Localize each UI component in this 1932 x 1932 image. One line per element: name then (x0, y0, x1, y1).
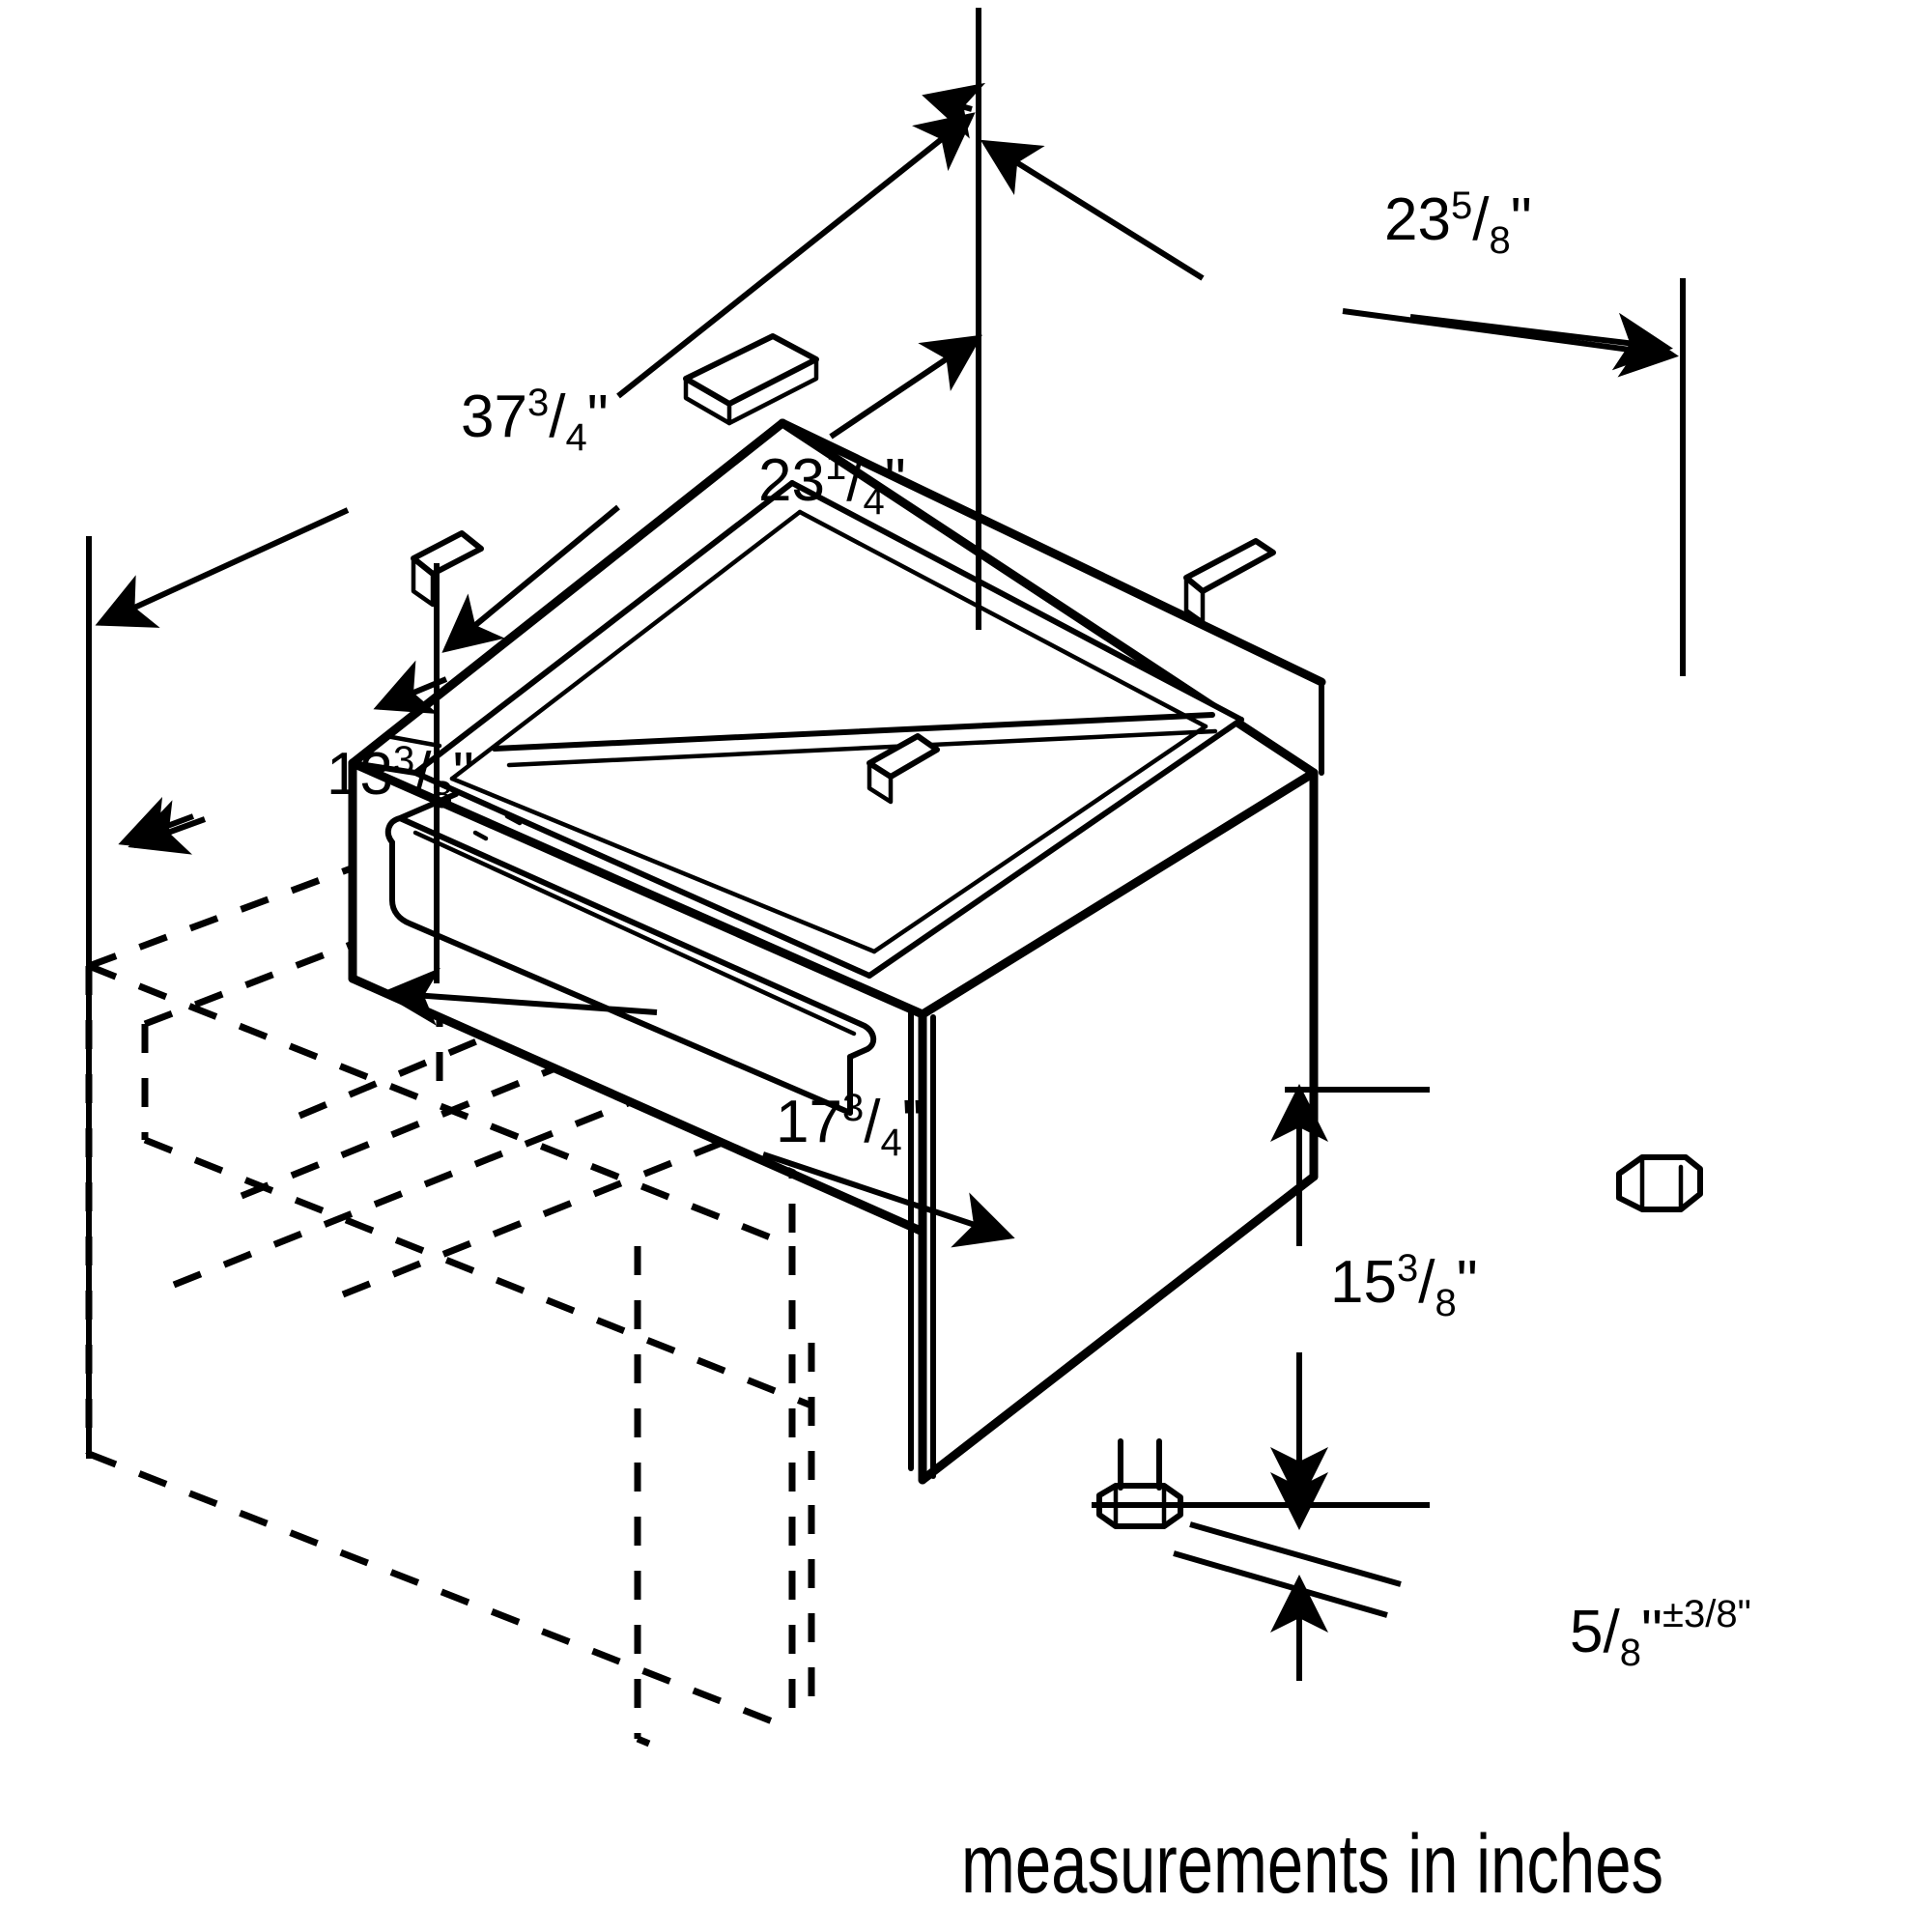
svg-text:173/4": 173/4" (626, 1087, 1039, 1164)
overall-width-unit: " (885, 447, 906, 514)
overall-height-slash: / (1418, 1249, 1435, 1316)
drawer-depth-numerator: 3 (842, 1087, 864, 1129)
drawer-depth-whole: 17 (776, 1089, 842, 1155)
foot-height-slash: / (1604, 1599, 1621, 1665)
drawer-handle[interactable] (384, 791, 877, 1116)
foot-height-numerator: 5 (1570, 1599, 1603, 1665)
svg-text:235/8": 235/8" (1235, 185, 1648, 262)
overall-depth-slash: / (1472, 186, 1490, 253)
foot-height-tolerance-denominator: 8 (1716, 1593, 1737, 1635)
dimension-foot-height (1173, 1472, 1402, 1681)
dimension-drawer-extension (86, 112, 976, 1459)
alignment-tab (411, 333, 1276, 805)
overall-width-whole: 23 (758, 447, 825, 514)
overall-depth-whole: 23 (1384, 186, 1451, 253)
overall-height-numerator: 3 (1397, 1247, 1418, 1290)
svg-text:153/8": 153/8" (1180, 1247, 1594, 1324)
foot-height-unit: " (1641, 1599, 1662, 1665)
overall-width-numerator: 1 (825, 445, 846, 488)
dimension-overall-depth (922, 8, 1686, 676)
overall-width-slash: / (846, 447, 864, 514)
label-overall-width: 231/4" (609, 445, 1022, 523)
overall-height-denominator: 8 (1435, 1282, 1456, 1324)
label-foot-height: 5/8"±3/8" (1420, 1574, 1867, 1674)
top-recess (348, 418, 1326, 979)
overall-depth-unit: " (1511, 186, 1532, 253)
drawer-extension-slash: / (549, 384, 566, 450)
drawer-front-projection-unit: " (453, 741, 474, 808)
label-drawer-depth: 173/4" (626, 1087, 1039, 1164)
label-drawer-extension: 373/4" (311, 382, 724, 459)
drawer-extension-numerator: 3 (527, 382, 549, 424)
units-caption-clip: measurements in inches (961, 1816, 1932, 1922)
svg-text:373/4": 373/4" (311, 382, 724, 459)
drawer-depth-slash: / (864, 1089, 881, 1155)
overall-height-unit: " (1457, 1249, 1478, 1316)
dimension-drawer-depth (381, 967, 1015, 1248)
label-drawer-front-projection: 133/8" (177, 739, 590, 816)
drawer-front-projection-slash: / (414, 741, 432, 808)
drawer-front-projection-whole: 13 (327, 741, 393, 808)
drawer-front-projection-numerator: 3 (393, 739, 414, 781)
foot-height-denominator: 8 (1620, 1632, 1641, 1674)
drawer-depth-denominator: 4 (880, 1122, 901, 1164)
drawer-depth-unit: " (902, 1089, 923, 1155)
svg-text:5/8"±3/8": 5/8"±3/8" (1420, 1574, 1867, 1674)
dimension-overall-width (434, 334, 982, 983)
svg-text:133/8": 133/8" (177, 739, 590, 816)
foot-height-tolerance-sign: ± (1662, 1593, 1684, 1635)
foot-height-tolerance-unit: " (1738, 1593, 1751, 1635)
svg-text:231/4": 231/4" (609, 445, 1022, 523)
overall-depth-denominator: 8 (1489, 219, 1510, 262)
label-overall-height: 153/8" (1180, 1247, 1594, 1324)
overall-depth-numerator: 5 (1451, 185, 1472, 227)
drawer-extension-whole: 37 (461, 384, 527, 450)
drawer-front-projection-denominator: 8 (431, 774, 452, 816)
label-overall-depth: 235/8" (1235, 185, 1648, 262)
overall-height-whole: 15 (1330, 1249, 1397, 1316)
overall-width-denominator: 4 (863, 480, 884, 523)
foot-height-tolerance-slash: / (1705, 1593, 1717, 1635)
drawer-extension-unit: " (587, 384, 609, 450)
foot-height-tolerance-numerator: 3 (1684, 1593, 1705, 1635)
drawer-extension-denominator: 4 (565, 416, 586, 459)
dimension-drawer-front-projection (118, 660, 448, 855)
drawer-front (384, 791, 877, 1116)
units-caption: measurements in inches (961, 1818, 1664, 1911)
